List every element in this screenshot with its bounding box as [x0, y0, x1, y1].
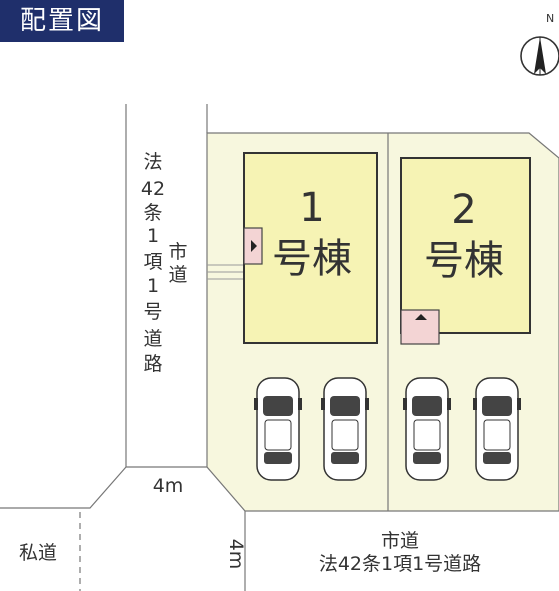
compass-icon — [520, 36, 559, 76]
left-road-city-2: 道 — [168, 264, 187, 286]
left-road-legal-char: 項 — [143, 251, 162, 273]
left-road-legal-char: 42 — [141, 178, 165, 200]
car-icon — [473, 377, 521, 481]
bottom-road-width: 4m — [225, 539, 247, 570]
left-road-legal-char: 条 — [143, 202, 162, 224]
left-road-legal-char: 法 — [143, 151, 162, 173]
entrance-2-arrow-icon — [415, 314, 427, 320]
left-road-legal-text: 法42条1項1号道路 — [141, 151, 165, 375]
page-title: 配置図 — [0, 0, 124, 42]
left-road-legal-char: 号 — [143, 301, 162, 323]
left-road-legal-char: 1 — [147, 275, 159, 297]
building-2 — [400, 157, 531, 334]
left-road-city-1: 市 — [168, 241, 187, 263]
building-2-label: 号棟 — [424, 238, 504, 284]
building-2-number: 2 — [451, 187, 476, 233]
building-1-label: 号棟 — [272, 236, 352, 282]
left-road-width: 4m — [153, 475, 184, 497]
building-1 — [243, 152, 378, 344]
left-road — [0, 104, 208, 509]
car-icon — [321, 377, 369, 481]
left-road-legal-char: 路 — [143, 353, 162, 375]
entrance-1-arrow-icon — [251, 240, 257, 252]
left-road-legal-char: 1 — [147, 225, 159, 247]
car-icon — [254, 377, 302, 481]
left-road-legal-char: 道 — [143, 328, 162, 350]
bottom-road — [79, 511, 246, 591]
pathway — [207, 264, 244, 280]
parking-cars — [254, 377, 521, 481]
car-icon — [403, 377, 451, 481]
private-road-label: 私道 — [19, 542, 57, 564]
bottom-road-city: 市道 — [381, 530, 419, 552]
compass-label: N — [546, 12, 554, 25]
bottom-road-legal: 法42条1項1号道路 — [319, 553, 481, 575]
building-1-number: 1 — [299, 185, 324, 231]
